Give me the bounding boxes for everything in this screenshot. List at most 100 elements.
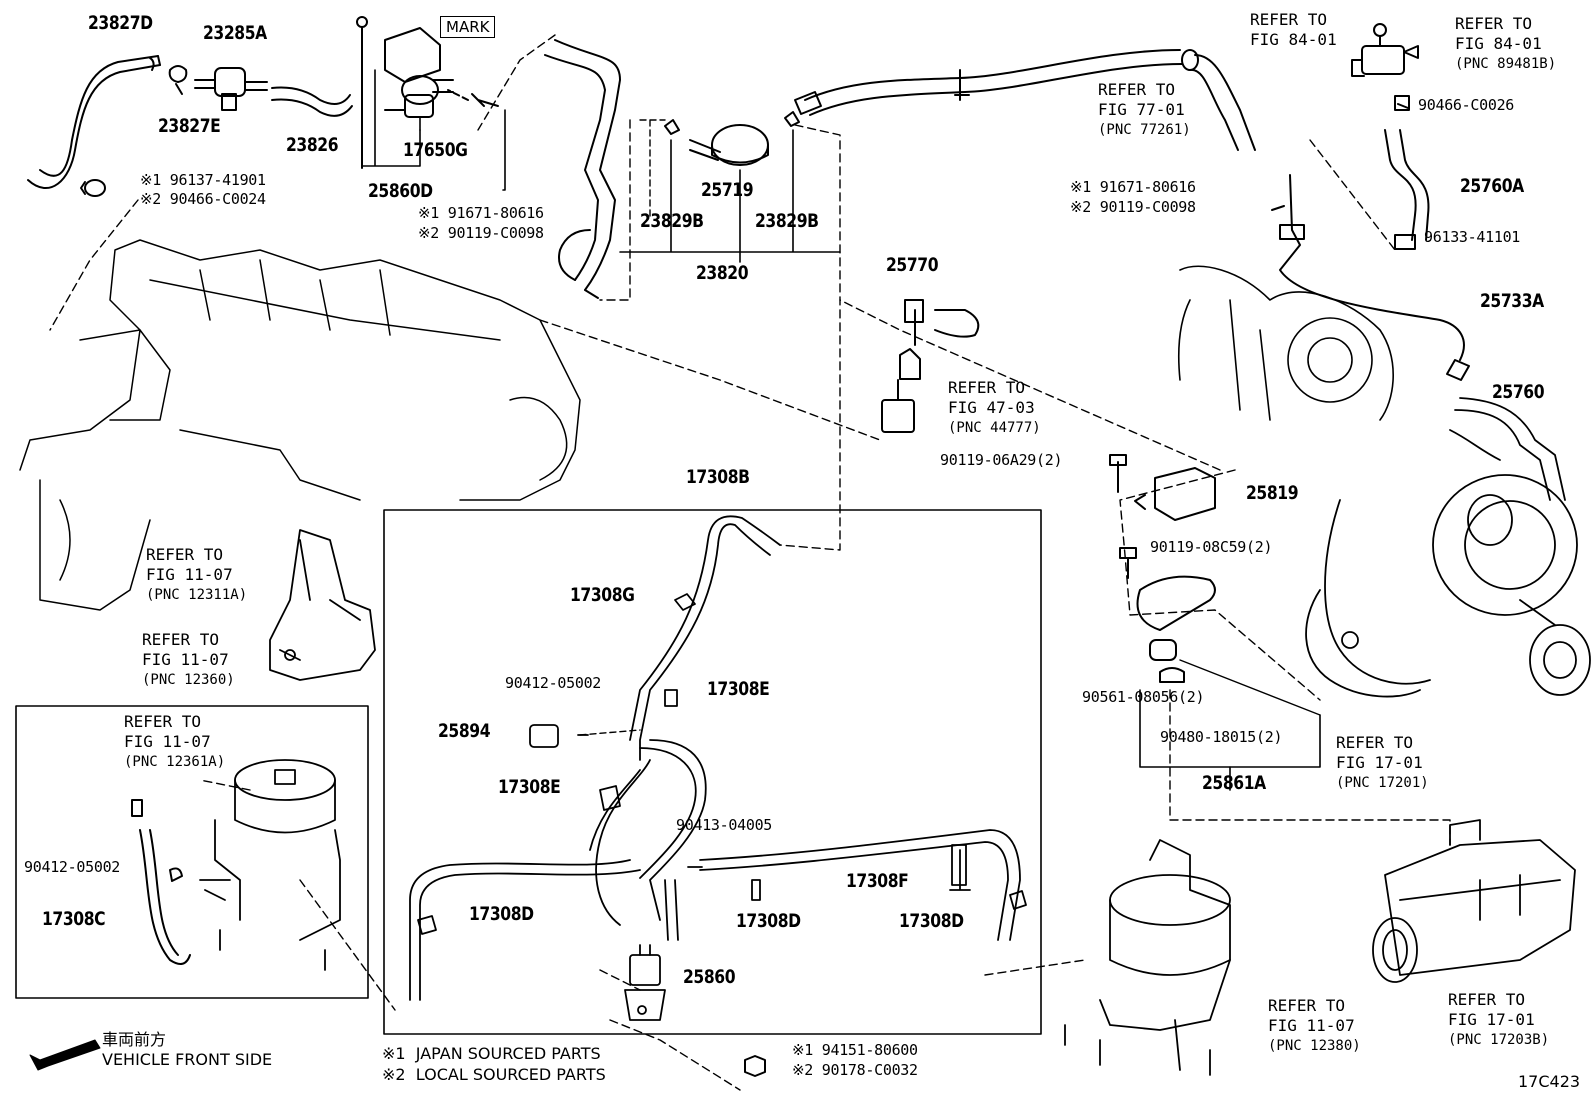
hose-25760a (1384, 129, 1430, 250)
part-90480-18015[interactable]: 90480-18015(2) (1160, 728, 1283, 746)
part-90413-04005[interactable]: 90413-04005 (676, 816, 773, 834)
part-25770[interactable]: 25770 (886, 254, 939, 276)
part-17308d-right[interactable]: 17308D (899, 910, 964, 932)
part-25894[interactable]: 25894 (438, 720, 491, 742)
part-25733a[interactable]: 25733A (1480, 290, 1544, 312)
refer-line: REFER TO (1336, 733, 1414, 752)
refer-fig-84-01-right[interactable]: REFER TO FIG 84-01 (PNC 89481B) (1455, 14, 1556, 74)
part-25860[interactable]: 25860 (683, 966, 736, 988)
refer-pnc: (PNC 17201) (1336, 775, 1429, 791)
pipe-25733a (1271, 174, 1470, 381)
dash-mount-rh (984, 959, 1086, 976)
legend-text: LOCAL SOURCED PARTS (415, 1065, 606, 1084)
part-17308c[interactable]: 17308C (42, 908, 106, 930)
part-90119-c0098-left[interactable]: ※2 90119-C0098 (418, 224, 544, 242)
part-90119-08c59[interactable]: 90119-08C59(2) (1150, 538, 1273, 556)
part-91671-80616-right[interactable]: ※1 91671-80616 (1070, 178, 1196, 196)
bracket-25861a (1136, 575, 1216, 683)
turbocharger-17201 (1305, 397, 1591, 698)
part-90561-08056[interactable]: 90561-08056(2) (1082, 688, 1205, 706)
dash-hose-center-2 (599, 119, 631, 301)
part-90119-06a29[interactable]: 90119-06A29(2) (940, 451, 1063, 469)
part-17308e-lower[interactable]: 17308E (498, 776, 561, 798)
part-25760[interactable]: 25760 (1492, 381, 1545, 403)
part-91671-80616-left[interactable]: ※1 91671-80616 (418, 204, 544, 222)
clip-23827e (168, 65, 188, 95)
part-90412-05002-top[interactable]: 90412-05002 (505, 674, 602, 692)
dash-mount-lh (199, 779, 396, 1011)
part-23829b-left[interactable]: 23829B (640, 210, 704, 232)
legend-symbol: ※2 (382, 1065, 406, 1084)
refer-line: FIG 17-01 (1336, 753, 1423, 772)
pressure-sensor-89481b (1351, 23, 1419, 111)
part-96137-41901[interactable]: ※1 96137-41901 (140, 171, 266, 189)
dash-engine-2 (539, 319, 881, 441)
leader-23820 (619, 129, 841, 253)
dash-engine (49, 199, 139, 331)
refer-pnc: (PNC 77261) (1098, 122, 1191, 138)
part-23826[interactable]: 23826 (286, 134, 339, 156)
legend-text: JAPAN SOURCED PARTS (415, 1044, 601, 1063)
leader-25861a-b (1179, 659, 1321, 716)
dash-hose-center (477, 34, 556, 131)
part-90119-c0098-right[interactable]: ※2 90119-C0098 (1070, 198, 1196, 216)
diagram-id: 17C423 (1518, 1072, 1581, 1091)
refer-line: FIG 84-01 (1250, 30, 1337, 49)
dash-23829b (639, 119, 666, 221)
part-25760a[interactable]: 25760A (1460, 175, 1524, 197)
valve-23285a (194, 67, 268, 111)
legend-local-sourced: ※2 LOCAL SOURCED PARTS (382, 1067, 606, 1083)
frame-engine-mount-lh (15, 705, 369, 999)
refer-fig-77-01[interactable]: REFER TO FIG 77-01 (PNC 77261) (1098, 80, 1191, 140)
part-23829b-right[interactable]: 23829B (755, 210, 819, 232)
refer-fig-11-07-12311a[interactable]: REFER TO FIG 11-07 (PNC 12311A) (146, 545, 247, 605)
part-23827e[interactable]: 23827E (158, 115, 221, 137)
refer-fig-11-07-12360[interactable]: REFER TO FIG 11-07 (PNC 12360) (142, 630, 235, 690)
refer-line: REFER TO (124, 712, 202, 731)
part-23820[interactable]: 23820 (696, 262, 749, 284)
dash-25894 (579, 729, 641, 736)
refer-fig-84-01-left[interactable]: REFER TO FIG 84-01 (1250, 10, 1337, 50)
refer-line: FIG 47-03 (948, 398, 1035, 417)
part-23285a[interactable]: 23285A (203, 22, 267, 44)
part-17308e-upper[interactable]: 17308E (707, 678, 770, 700)
part-90178-c0032[interactable]: ※2 90178-C0032 (792, 1061, 918, 1079)
refer-line: FIG 11-07 (1268, 1016, 1355, 1035)
refer-fig-11-07-12361a[interactable]: REFER TO FIG 11-07 (PNC 12361A) (124, 712, 225, 772)
part-90466-c0026[interactable]: 90466-C0026 (1418, 96, 1515, 114)
refer-fig-17-01-17201[interactable]: REFER TO FIG 17-01 (PNC 17201) (1336, 733, 1429, 793)
part-17308f[interactable]: 17308F (846, 870, 909, 892)
part-96133-41101[interactable]: 96133-41101 (1424, 228, 1521, 246)
part-25819[interactable]: 25819 (1246, 482, 1299, 504)
part-94151-80600[interactable]: ※1 94151-80600 (792, 1041, 918, 1059)
refer-pnc: (PNC 17203B) (1448, 1032, 1550, 1048)
refer-line: FIG 11-07 (146, 565, 233, 584)
refer-line: FIG 77-01 (1098, 100, 1185, 119)
leader-91671a (502, 109, 506, 191)
dash-hose-long (779, 124, 841, 551)
part-25861a[interactable]: 25861A (1202, 772, 1266, 794)
refer-fig-47-03[interactable]: REFER TO FIG 47-03 (PNC 44777) (948, 378, 1041, 438)
vehicle-front-jp: 車両前方 (102, 1030, 167, 1049)
part-90466-c0024[interactable]: ※2 90466-C0024 (140, 190, 266, 208)
legend-japan-sourced: ※1 JAPAN SOURCED PARTS (382, 1046, 601, 1062)
part-17308b[interactable]: 17308B (686, 466, 750, 488)
part-17308d-center[interactable]: 17308D (736, 910, 801, 932)
refer-line: REFER TO (1250, 10, 1328, 29)
refer-line: REFER TO (1098, 80, 1176, 99)
refer-fig-11-07-12380[interactable]: REFER TO FIG 11-07 (PNC 12380) (1268, 996, 1361, 1056)
vsv-17650g (356, 16, 499, 169)
part-17308g[interactable]: 17308G (570, 584, 635, 606)
part-25719[interactable]: 25719 (701, 179, 754, 201)
part-17650g[interactable]: 17650G (403, 139, 468, 161)
hose-23827d (27, 55, 161, 197)
part-23827d[interactable]: 23827D (88, 12, 153, 34)
leader-25860d (361, 69, 421, 167)
part-25860d[interactable]: 25860D (368, 180, 433, 202)
hose-17308c (131, 799, 191, 965)
refer-fig-17-01-17203b[interactable]: REFER TO FIG 17-01 (PNC 17203B) (1448, 990, 1549, 1050)
refer-line: REFER TO (146, 545, 224, 564)
vsv-25860 (624, 944, 666, 1021)
part-90412-05002-left[interactable]: 90412-05002 (24, 858, 121, 876)
part-17308d-left[interactable]: 17308D (469, 903, 534, 925)
